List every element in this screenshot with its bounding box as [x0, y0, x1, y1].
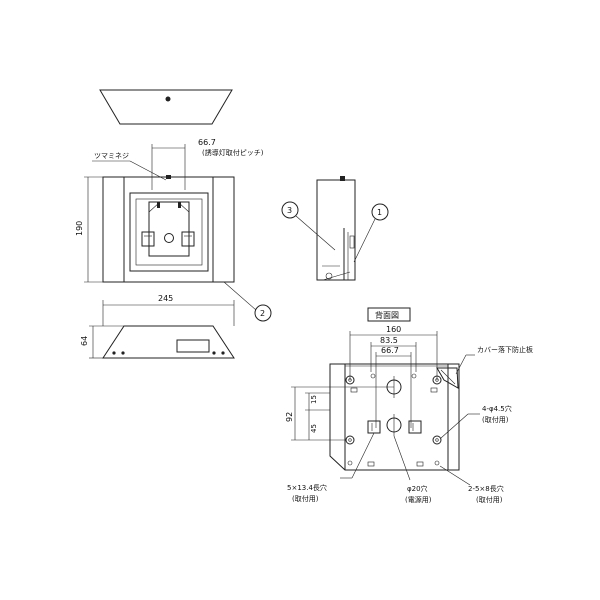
slot-2-5x8-mount-label: (取付用) [476, 495, 503, 504]
callout-3: 3 [287, 206, 292, 215]
dim-64: 64 [80, 336, 89, 346]
front-view: 66.7 (誘導灯取付ピッチ) ツマミネジ 190 2 [75, 138, 272, 322]
holes-mount-label: (取付用) [482, 415, 509, 424]
dim-66-7-back: 66.7 [381, 346, 399, 355]
holes-4-5-label: 4-φ4.5穴 [482, 404, 512, 413]
side-view: 3 1 [281, 176, 389, 281]
light-pitch-label: (誘導灯取付ピッチ) [202, 148, 264, 157]
back-view-title: 背面図 [375, 310, 399, 320]
bottom-view: 245 64 [80, 294, 235, 359]
callout-2: 2 [260, 309, 265, 318]
dim-83-5: 83.5 [380, 336, 398, 345]
dim-160: 160 [386, 325, 401, 334]
dim-15: 15 [310, 395, 318, 404]
hole-20-power-label: (電源用) [405, 495, 432, 504]
dim-45: 45 [310, 424, 318, 433]
callout-1: 1 [377, 208, 382, 217]
back-view: 背面図 160 83.5 66.7 [285, 307, 533, 504]
slot-2-5x8-label: 2-5×8長穴 [468, 484, 504, 493]
dim-66-7-top: 66.7 [198, 138, 216, 147]
knob-screw-label: ツマミネジ [94, 152, 129, 160]
slot-5x13-mount-label: (取付用) [292, 494, 319, 503]
cover-stopper-label: カバー落下防止板 [477, 345, 533, 354]
slot-5x13-label: 5×13.4長穴 [287, 483, 327, 492]
top-view [99, 89, 233, 125]
dim-92: 92 [285, 412, 294, 422]
dim-190: 190 [75, 221, 84, 236]
hole-20-label: φ20穴 [407, 484, 428, 493]
dim-245: 245 [158, 294, 173, 303]
